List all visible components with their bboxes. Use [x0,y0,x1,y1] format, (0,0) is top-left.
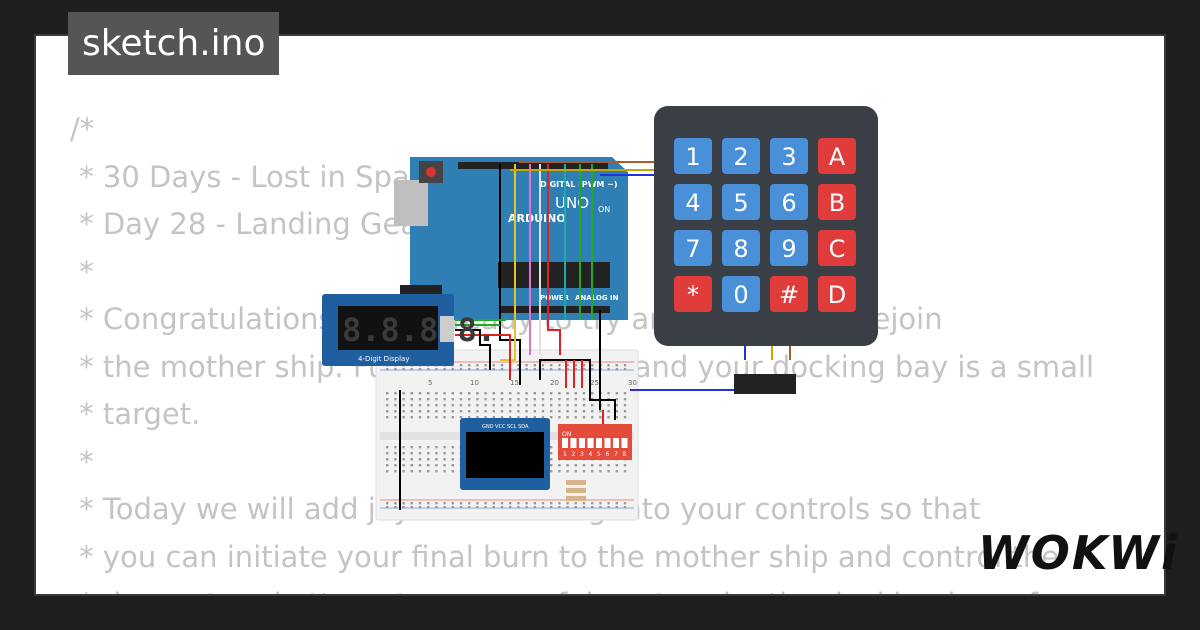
code-line: * 30 Days - Lost in Space [70,159,444,194]
keypad-key[interactable]: # [770,276,808,312]
keypad-key-label: 0 [733,281,748,309]
oled-pins: GND VCC SCL SDA [482,424,529,430]
power-label: POWER [540,294,570,302]
dip-toggle[interactable] [613,438,619,448]
keypad-key[interactable]: 6 [770,184,808,220]
bb-col-label: 30 [628,379,637,387]
keypad-connector [734,374,796,394]
dip-number: 6 [606,451,610,458]
keypad-key-label: 5 [733,189,748,217]
keypad-key[interactable]: 5 [722,184,760,220]
keypad-key-label: 4 [685,189,700,217]
keypad-key[interactable]: 9 [770,230,808,266]
bb-col-label: 25 [590,379,599,387]
dip-number: 4 [589,451,593,458]
keypad-key[interactable]: 4 [674,184,712,220]
code-line: * you can initiate your final burn to th… [70,539,1059,574]
dip-toggle[interactable] [596,438,602,448]
dip-on-label: ON [562,431,571,438]
keypad-key-label: 8 [733,235,748,263]
resistor-array[interactable] [566,480,586,501]
keypad-key-label: * [687,281,699,309]
display-digits: 8.8.8.8. [342,311,496,349]
keypad-key-label: # [779,281,799,309]
keypad-key-label: 3 [781,143,796,171]
keypad-key[interactable]: 3 [770,138,808,174]
digital-header [458,162,608,169]
keypad-key[interactable]: C [818,230,856,266]
analog-label: ANALOG IN [575,294,619,302]
keypad-key[interactable]: 2 [722,138,760,174]
display-label: 4-Digit Display [358,355,409,363]
keypad-key-label: 2 [733,143,748,171]
wokwi-logo: WOKWi [978,526,1179,580]
keypad-key[interactable]: * [674,276,712,312]
bb-col-label: 10 [470,379,479,387]
code-line: * [70,444,94,479]
dip-toggle[interactable] [579,438,585,448]
arduino-brand: ARDUINO [508,212,566,225]
bb-col-label: 20 [550,379,559,387]
keypad-key-label: A [829,143,846,171]
reset-button[interactable] [426,167,436,177]
code-line: * target. [70,397,201,431]
code-line: * descent and attempt a successful captu… [70,581,1164,594]
dip-toggle[interactable] [570,438,577,448]
dip-number: 7 [614,451,618,458]
bb-col-label: 15 [510,379,519,387]
keypad-key-label: B [829,189,845,217]
oled-display[interactable]: GND VCC SCL SDA [460,418,550,490]
keypad-key-label: 1 [685,143,700,171]
keypad-key[interactable]: 0 [722,276,760,312]
keypad-key[interactable]: 1 [674,138,712,174]
on-label: ON [598,205,610,214]
dip-number: 8 [623,451,627,458]
arduino-model: UNO [555,194,589,212]
digital-label: DIGITAL (PWM ~) [540,180,618,189]
keypad-key[interactable]: A [818,138,856,174]
dip-toggle[interactable] [587,438,594,448]
four-digit-display[interactable]: 8.8.8.8. 4-Digit Display [322,294,496,366]
keypad-key-label: C [829,235,846,263]
keypad-key[interactable]: B [818,184,856,220]
code-line: * Today we will add joystick steering in… [79,492,981,526]
code-line: * [70,254,94,289]
dip-number: 2 [572,451,576,458]
keypad-key[interactable]: D [818,276,856,312]
keypad-key-label: 6 [781,189,796,217]
dip-number: 3 [580,451,584,458]
dip-toggle[interactable] [562,438,568,448]
dip-number: 1 [563,451,567,458]
keypad-key-label: 7 [685,235,700,263]
keypad-key-label: D [828,281,846,309]
bb-col-label: 5 [428,379,432,387]
tab-sketch-ino[interactable]: sketch.ino [68,12,280,75]
code-line: /* [70,112,95,146]
keypad-key[interactable]: 8 [722,230,760,266]
keypad[interactable]: 1 2 3 A 4 5 6 B 7 8 9 C * 0 # D [654,106,878,394]
usb-port [394,180,428,226]
dip-toggle[interactable] [621,438,628,448]
keypad-key-label: 9 [781,235,796,263]
analog-header [500,306,610,313]
dip-toggle[interactable] [604,438,611,448]
dip-number: 5 [597,451,601,458]
tab-label: sketch.ino [82,23,266,64]
keypad-key[interactable]: 7 [674,230,712,266]
